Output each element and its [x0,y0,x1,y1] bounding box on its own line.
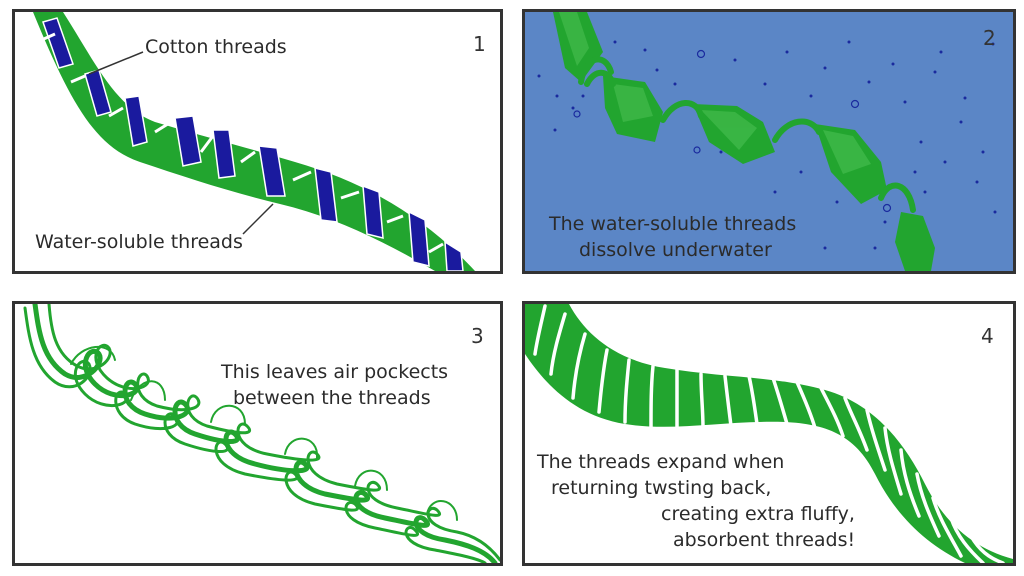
panel-3-number: 3 [471,324,484,348]
water-dots [537,40,997,250]
panel-1-number: 1 [473,32,486,56]
panel-2-art [537,12,997,271]
cotton-thread-gaps [36,32,444,254]
panel-4-caption-line-3: creating extra fluffy, [661,503,855,525]
panel-3-art [23,304,500,563]
panel-3-caption-line-1: This leaves air pockects [221,361,449,383]
twisted-yarn-illustration [33,12,475,271]
fluffy-yarn-body [525,304,1013,563]
panel-3-caption-line-2: between the threads [233,387,431,409]
panel-4-caption-line-2: returning twsting back, [551,477,772,499]
panel-4-number: 4 [981,324,994,348]
water-soluble-threads-label: Water-soluble threads [35,231,243,253]
panel-4-caption-line-1: The threads expand when [537,451,785,473]
panel-1-twisted-yarn: 1 Cotton threads Water-soluble threads [12,9,503,274]
thread-loops [578,56,916,213]
air-bubbles [573,49,892,213]
fluffy-fiber-gaps [533,304,1005,563]
panel-2-caption-line-2: dissolve underwater [579,239,772,261]
segment-shading [559,12,871,174]
panel-4-art [525,304,1013,563]
panel-4-caption-line-4: absorbent threads! [673,529,856,551]
panel-4-fluffy-threads: 4 The threads expand when returning twst… [522,301,1016,566]
panel-2-dissolving: 2 The water-soluble threads dissolve und… [522,9,1016,274]
looped-threads [23,304,500,563]
panel-1-art [33,12,475,271]
panel-2-caption-line-1: The water-soluble threads [549,213,797,235]
cotton-pointer-line [88,51,144,75]
soluble-pointer-line [242,203,274,235]
cotton-threads-label: Cotton threads [145,36,287,58]
expanded-yarn-illustration [525,304,1013,563]
panel-2-number: 2 [983,26,996,50]
panel-3-air-pockets: 3 This leaves air pockects between the t… [12,301,503,566]
water-soluble-stripes [42,17,464,271]
